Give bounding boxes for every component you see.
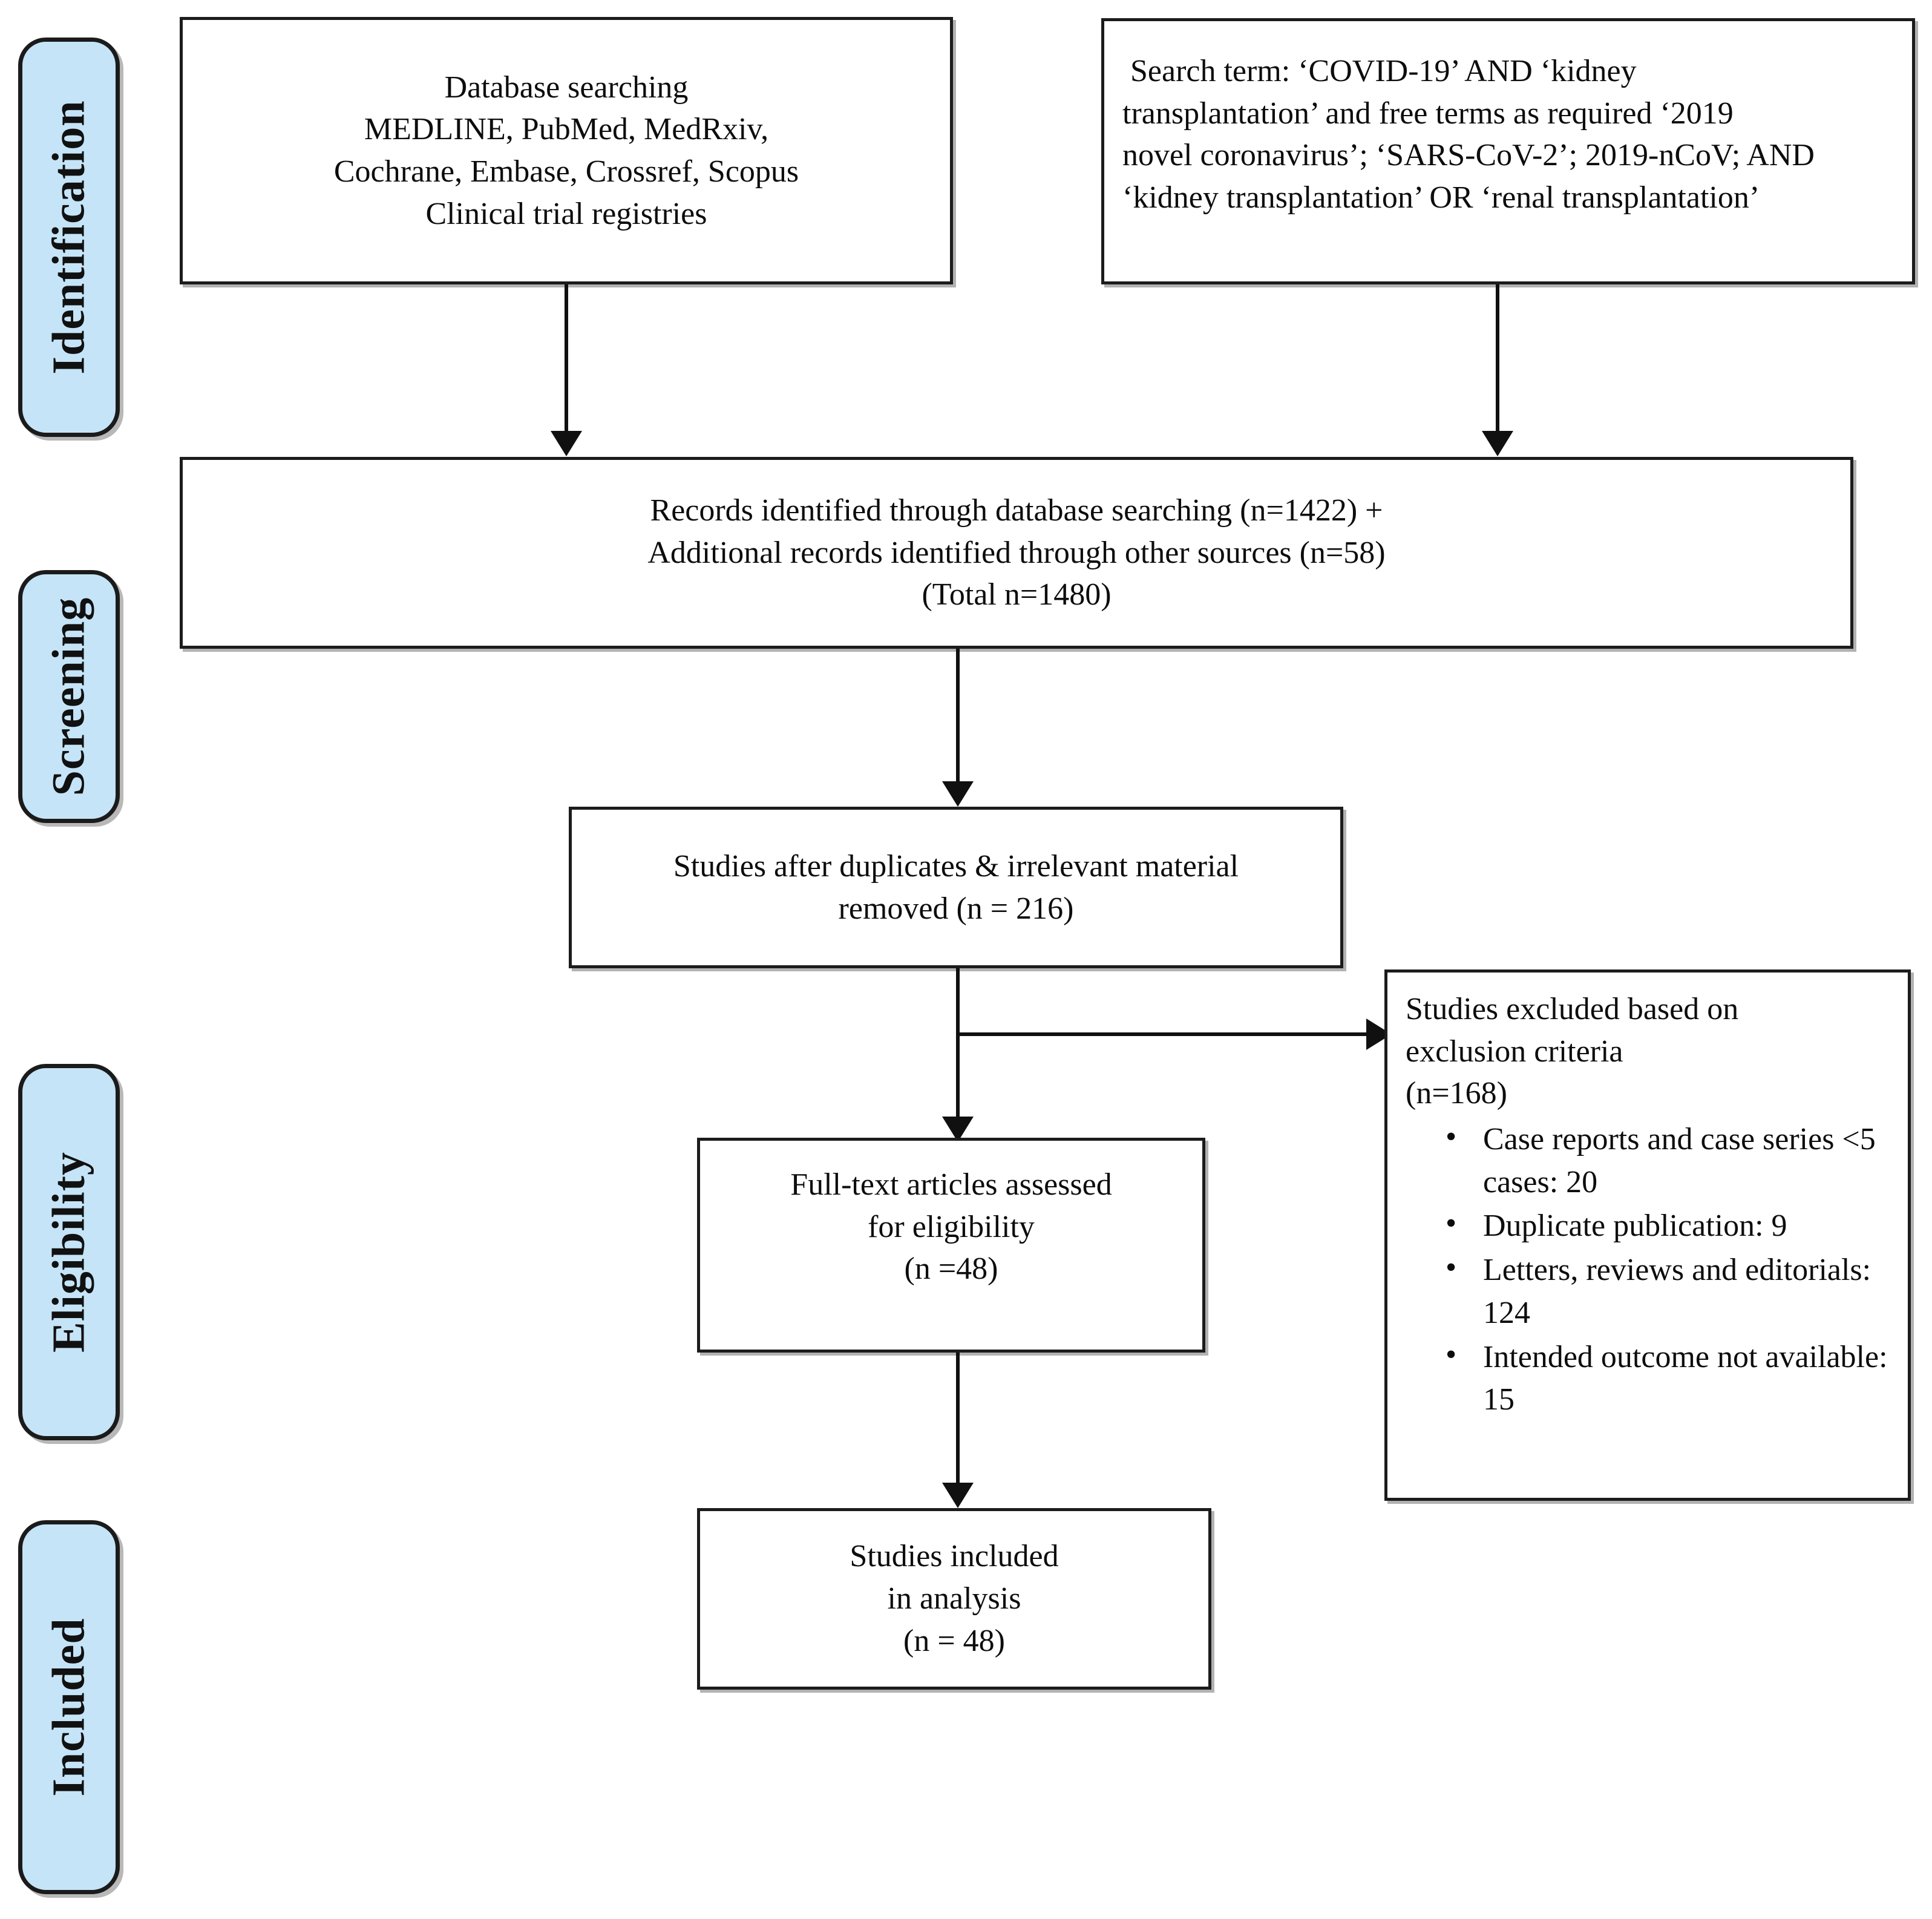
- stage-pill-screening: Screening: [18, 570, 120, 823]
- box-studies-after-duplicates: Studies after duplicates & irrelevant ma…: [569, 807, 1343, 968]
- search-terms-text: Search term: ‘COVID-19’ AND ‘kidney tran…: [1104, 21, 1912, 219]
- box-records-identified: Records identified through database sear…: [180, 457, 1853, 649]
- full-text-assessed-text: Full-text articles assessed for eligibil…: [700, 1164, 1202, 1290]
- stage-label-screening: Screening: [43, 597, 94, 796]
- studies-excluded-text: Studies excluded based on exclusion crit…: [1387, 973, 1908, 1423]
- database-searching-line-3: Cochrane, Embase, Crossref, Scopus: [333, 154, 799, 189]
- connector-database-to-records: [565, 284, 568, 433]
- arrowhead-search-terms-to-records: [1482, 431, 1513, 456]
- box-search-terms: Search term: ‘COVID-19’ AND ‘kidney tran…: [1101, 18, 1915, 284]
- search-terms-line-2: transplantation’ and free terms as requi…: [1122, 96, 1734, 131]
- arrowhead-records-to-after-duplicates: [942, 781, 974, 807]
- arrowhead-full-text-to-included: [942, 1483, 974, 1508]
- full-text-assessed-line-3: (n =48): [904, 1251, 998, 1287]
- search-terms-line-3: novel coronavirus’; ‘SARS-CoV-2’; 2019-n…: [1122, 138, 1815, 173]
- box-database-searching: Database searching MEDLINE, PubMed, MedR…: [180, 17, 953, 284]
- list-item: Letters, reviews and editorials: 124: [1446, 1247, 1893, 1334]
- database-searching-line-4: Clinical trial registries: [425, 196, 707, 231]
- stage-pill-eligibility: Eligibility: [18, 1064, 120, 1440]
- studies-after-duplicates-text: Studies after duplicates & irrelevant ma…: [572, 845, 1340, 930]
- stage-pill-included: Included: [18, 1520, 120, 1894]
- studies-excluded-line-3: (n=168): [1406, 1076, 1507, 1111]
- database-searching-line-2: MEDLINE, PubMed, MedRxiv,: [364, 112, 769, 147]
- list-item: Intended outcome not available: 15: [1446, 1334, 1893, 1422]
- connector-search-terms-to-records: [1496, 284, 1499, 433]
- search-terms-line-1: Search term: ‘COVID-19’ AND ‘kidney: [1122, 54, 1637, 88]
- connector-after-duplicates-to-excluded: [956, 1032, 1367, 1036]
- studies-excluded-bullet-list: Case reports and case series <5 cases: 2…: [1406, 1116, 1893, 1422]
- stage-label-included: Included: [43, 1618, 94, 1797]
- connector-after-duplicates-trunk: [956, 968, 960, 1120]
- records-identified-text: Records identified through database sear…: [183, 490, 1850, 616]
- studies-excluded-line-1: Studies excluded based on: [1406, 992, 1739, 1026]
- studies-after-duplicates-line-1: Studies after duplicates & irrelevant ma…: [673, 848, 1239, 884]
- search-terms-line-4: ‘kidney transplantation’ OR ‘renal trans…: [1122, 180, 1760, 215]
- full-text-assessed-line-2: for eligibility: [868, 1209, 1035, 1244]
- stage-label-eligibility: Eligibility: [43, 1152, 94, 1353]
- connector-records-to-after-duplicates: [956, 649, 960, 783]
- database-searching-line-1: Database searching: [444, 70, 689, 105]
- list-item: Duplicate publication: 9: [1446, 1202, 1893, 1248]
- studies-after-duplicates-line-2: removed (n = 216): [838, 891, 1074, 926]
- box-studies-included: Studies included in analysis (n = 48): [697, 1508, 1211, 1690]
- records-identified-line-3: (Total n=1480): [922, 577, 1112, 612]
- database-searching-text: Database searching MEDLINE, PubMed, MedR…: [183, 67, 950, 235]
- records-identified-line-2: Additional records identified through ot…: [647, 535, 1386, 570]
- arrowhead-database-to-records: [551, 431, 582, 456]
- studies-included-line-1: Studies included: [850, 1539, 1059, 1574]
- list-item: Case reports and case series <5 cases: 2…: [1446, 1116, 1893, 1204]
- stage-label-identification: Identification: [43, 100, 94, 375]
- studies-included-text: Studies included in analysis (n = 48): [700, 1535, 1208, 1662]
- studies-included-line-2: in analysis: [887, 1581, 1021, 1616]
- full-text-assessed-line-1: Full-text articles assessed: [790, 1167, 1112, 1202]
- box-studies-excluded: Studies excluded based on exclusion crit…: [1384, 969, 1911, 1501]
- stage-pill-identification: Identification: [18, 38, 120, 437]
- records-identified-line-1: Records identified through database sear…: [650, 493, 1383, 528]
- studies-included-line-3: (n = 48): [903, 1623, 1005, 1658]
- connector-full-text-to-included: [956, 1353, 960, 1484]
- studies-excluded-line-2: exclusion criteria: [1406, 1034, 1623, 1069]
- box-full-text-assessed: Full-text articles assessed for eligibil…: [697, 1138, 1205, 1353]
